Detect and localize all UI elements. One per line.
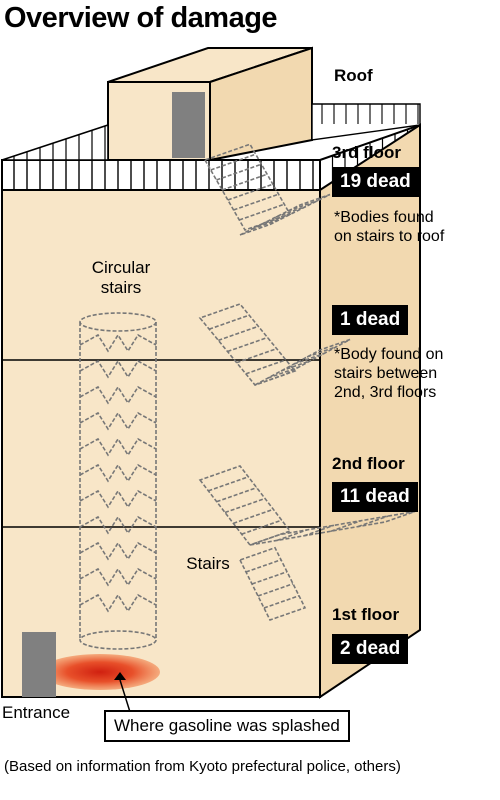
dead-count-2nd: 11 dead	[332, 482, 418, 512]
circular-stairs-label: Circular stairs	[91, 258, 151, 297]
floor-label-1st: 1st floor	[332, 605, 400, 624]
gasoline-fire-area	[40, 654, 160, 690]
dead-count-1st: 2 dead	[332, 634, 409, 664]
source-note: (Based on information from Kyoto prefect…	[4, 758, 401, 775]
roof-door	[172, 92, 205, 158]
page-title: Overview of damage	[4, 2, 278, 34]
stairs-label: Stairs	[186, 554, 230, 573]
gasoline-callout: Where gasoline was splashed	[104, 710, 350, 742]
floor-label-2nd: 2nd floor	[332, 454, 405, 473]
dead-count-3rd: 19 dead	[332, 167, 419, 197]
note-between-floors: *Body found on stairs between 2nd, 3rd f…	[334, 346, 444, 401]
callout-pointer	[119, 679, 131, 713]
floor-label-3rd: 3rd floor	[332, 143, 401, 162]
dead-count-between-floors: 1 dead	[332, 305, 409, 335]
building-body	[1, 123, 421, 699]
entrance-door	[22, 632, 56, 697]
circular-stairs	[79, 312, 157, 650]
note-3rd-floor: *Bodies found on stairs to roof	[334, 209, 445, 245]
roof-label: Roof	[334, 66, 373, 85]
roof-penthouse	[107, 46, 313, 162]
entrance-label: Entrance	[2, 703, 71, 722]
